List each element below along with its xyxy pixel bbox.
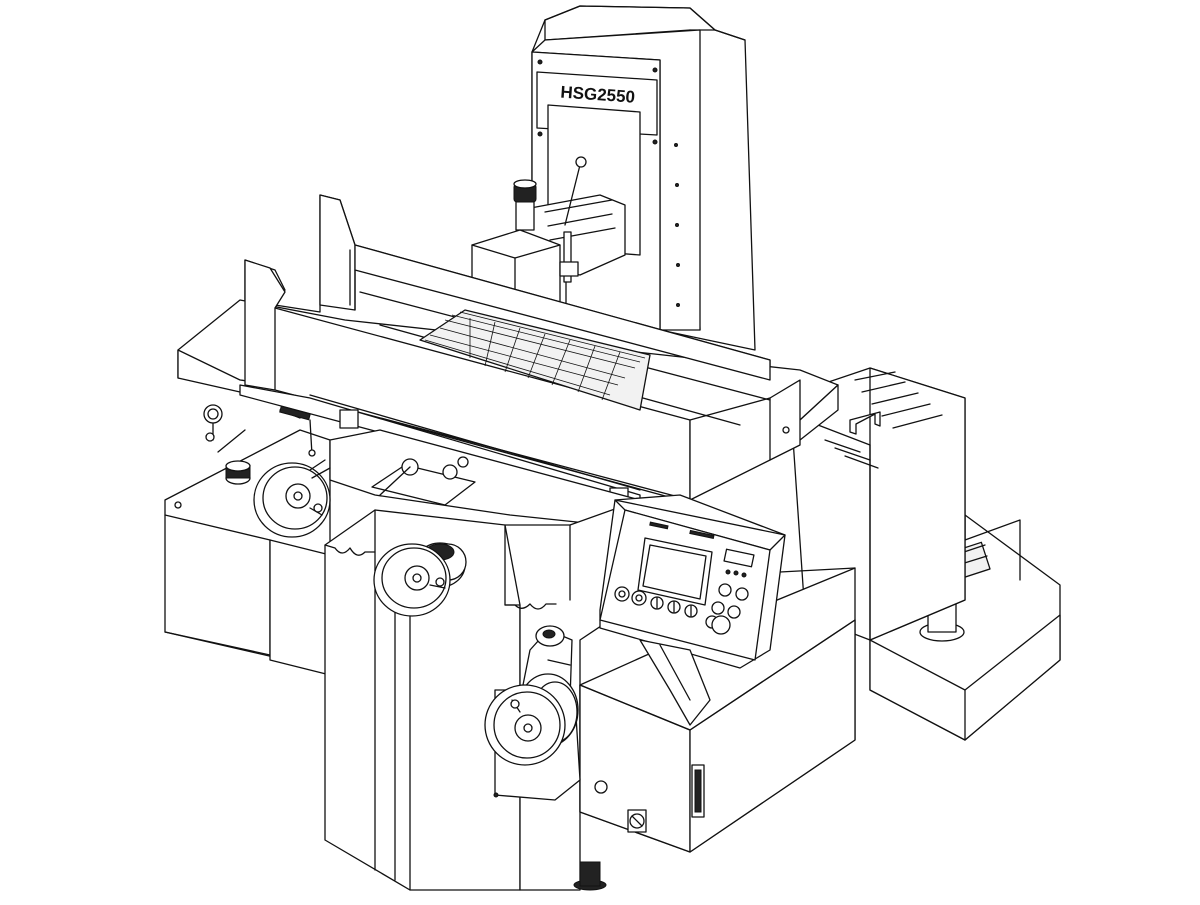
button-icon — [718, 583, 732, 597]
button-icon — [635, 594, 643, 602]
electrical-cabinet — [579, 567, 856, 853]
knob-icon[interactable] — [225, 460, 251, 485]
control-panel — [599, 494, 786, 726]
handwheel-icon[interactable] — [253, 459, 331, 538]
work-table — [177, 194, 839, 507]
oil-cup — [513, 179, 537, 231]
handwheel-icon[interactable] — [484, 625, 581, 801]
button-icon — [711, 615, 731, 635]
feed-rod — [279, 405, 316, 457]
display-screen — [637, 537, 713, 606]
right-cabinet — [789, 367, 966, 641]
handwheel-icon[interactable] — [373, 542, 467, 617]
button-icon — [727, 605, 741, 619]
main-base — [324, 429, 641, 891]
door-handle[interactable] — [691, 764, 705, 818]
cabinet-handle[interactable] — [849, 411, 881, 435]
button-icon — [735, 587, 749, 601]
panel-buttons[interactable] — [614, 583, 749, 635]
column: HSG2550 — [531, 5, 756, 351]
magnetic-chuck — [419, 309, 651, 411]
vent-slots — [824, 371, 943, 469]
button-icon — [618, 590, 626, 598]
button-icon — [711, 601, 725, 615]
left-base — [164, 404, 331, 676]
power-switch-icon[interactable] — [627, 809, 647, 833]
gauge-icon — [203, 404, 246, 453]
